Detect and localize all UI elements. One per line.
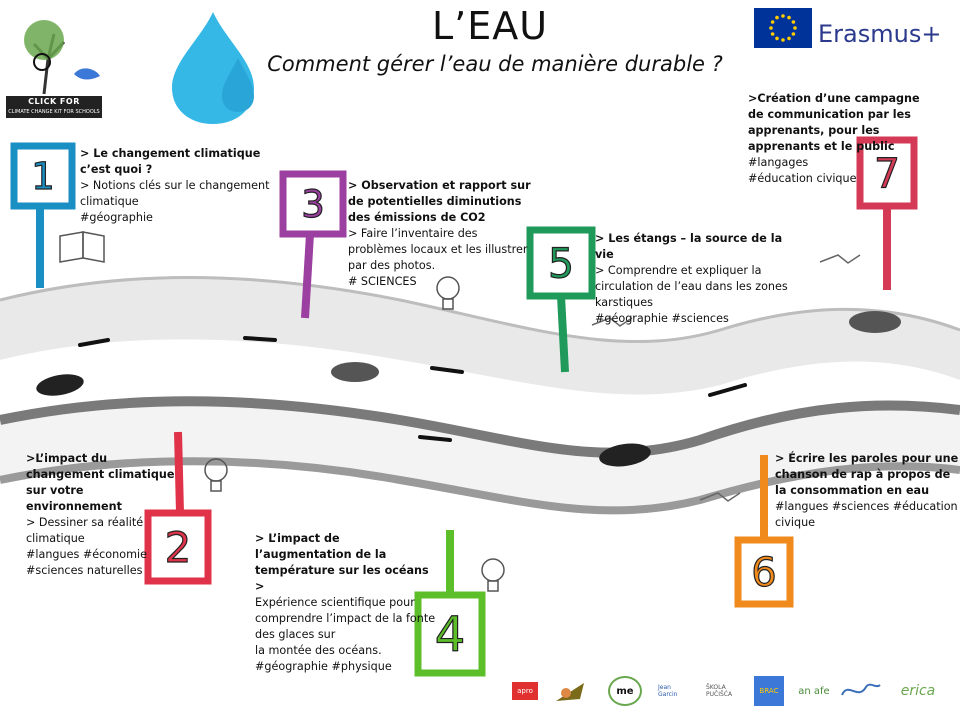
signpost-number: 5: [548, 240, 574, 288]
partner-logo: Jean Garcin: [658, 684, 678, 698]
station-line: > Notions clés sur le changement climati…: [80, 179, 270, 208]
station-line: la montée des océans.: [255, 644, 382, 657]
eu-star: [791, 20, 796, 24]
station-line: #géographie #physique: [255, 660, 392, 673]
station-heading: > L’impact de l’augmentation de la tempé…: [255, 532, 429, 593]
click-for-schools-subtitle: CLIMATE CHANGE KIT FOR SCHOOLS: [6, 108, 102, 116]
station-heading: > Les étangs – la source de la vie: [595, 232, 783, 261]
station-heading: >L’impact du changement climatique sur v…: [26, 452, 175, 513]
eu-star: [775, 15, 779, 20]
lightbulb-icon: [204, 276, 505, 592]
station-heading: >Création d’une campagne de communicatio…: [748, 92, 920, 153]
station-line: > Dessiner sa réalité climatique: [26, 516, 144, 545]
partner-logo: [554, 676, 588, 706]
signpost-5: 5: [526, 226, 596, 373]
station-6-text: > Écrire les paroles pour une chanson de…: [775, 451, 960, 531]
signpost-number: 6: [751, 550, 776, 596]
eu-star: [791, 32, 796, 36]
station-1-text: > Le changement climatique c’est quoi ? …: [80, 146, 270, 226]
signpost-board: [526, 226, 596, 300]
water-drop-icon: [222, 58, 254, 112]
station-line: #géographie: [80, 211, 153, 224]
station-line: > Faire l’inventaire des problèmes locau…: [348, 227, 528, 272]
partner-logo: apro: [512, 682, 538, 700]
eu-star: [770, 32, 775, 36]
tree-icon: [24, 20, 100, 95]
signpost-number: 7: [874, 150, 900, 198]
eu-flag-icon: [754, 8, 812, 48]
signpost-board: [144, 509, 212, 585]
eu-star: [781, 38, 785, 42]
page-subtitle: Comment gérer l’eau de manière durable ?: [267, 52, 723, 76]
station-line: #éducation civique: [748, 172, 857, 185]
signpost-pole: [301, 233, 314, 319]
station-line: #géographie #sciences: [595, 312, 729, 325]
road-dashes: [78, 336, 747, 442]
signpost-3: 3: [279, 170, 347, 319]
handshake-icon: [591, 254, 861, 502]
eu-star: [770, 20, 775, 24]
station-heading: > Le changement climatique c’est quoi ?: [80, 147, 261, 176]
station-line: # SCIENCES: [348, 275, 417, 288]
signpost-number: 2: [165, 523, 192, 572]
road-upper-band: [0, 277, 960, 395]
signpost-7: 7: [856, 136, 918, 290]
station-heading: > Observation et rapport sur de potentie…: [348, 179, 531, 224]
signpost-4: 4: [414, 530, 486, 677]
partner-logo: erica: [900, 683, 936, 699]
signpost-pole: [557, 295, 569, 373]
signpost-1: 1: [10, 142, 76, 288]
signpost-pole: [174, 431, 184, 514]
road-edge-top: [0, 276, 960, 344]
signpost-board: [856, 136, 918, 210]
partner-logo: ŠKOLA PUČIŠĆA: [706, 684, 733, 698]
station-line: #langues #sciences #éducation civique: [775, 500, 958, 529]
signpost-board: [279, 170, 347, 238]
book-icon: [59, 231, 105, 263]
partner-logo: me: [608, 676, 642, 706]
partner-logos: apro me Jean Garcin ŠKOLA PUČIŠĆA BRAC a…: [508, 672, 954, 712]
station-3-text: > Observation et rapport sur de potentie…: [348, 178, 533, 290]
road-edge-bottom: [0, 457, 960, 515]
partner-logo: an afe: [798, 685, 830, 697]
signpost-number: 3: [301, 183, 325, 226]
erasmus-logo: Erasmus+: [818, 20, 942, 48]
eu-star: [787, 36, 791, 41]
page-title: L’EAU: [431, 4, 549, 48]
road-lower-band: [0, 401, 960, 511]
eu-star: [775, 36, 779, 41]
station-line: #langages: [748, 156, 809, 169]
signpost-board: [414, 591, 486, 677]
road-divider: [0, 396, 960, 458]
station-5-text: > Les étangs – la source de la vie > Com…: [595, 231, 790, 327]
station-line: > Comprendre et expliquer la circulation…: [595, 264, 788, 309]
signpost-board: [734, 536, 794, 608]
station-7-text: >Création d’une campagne de communicatio…: [748, 91, 938, 187]
station-heading: > Écrire les paroles pour une chanson de…: [775, 452, 959, 497]
station-4-text: > L’impact de l’augmentation de la tempé…: [255, 531, 440, 675]
partner-logo: [838, 676, 882, 706]
signpost-number: 4: [435, 607, 466, 663]
click-for-schools-logo: CLICK FOR SCHOOLS CLIMATE CHANGE KIT FOR…: [4, 14, 104, 118]
signpost-number: 1: [31, 155, 55, 198]
signpost-6: 6: [734, 455, 794, 608]
eu-star: [769, 26, 773, 30]
partner-logo: BRAC: [754, 676, 784, 706]
footprint-icon: [36, 311, 901, 467]
signpost-board: [10, 142, 76, 210]
station-line: #sciences naturelles: [26, 564, 143, 577]
eu-star: [787, 15, 791, 20]
station-line: Expérience scientifique pour comprendre …: [255, 596, 436, 641]
eu-star: [781, 14, 785, 18]
station-line: #langues #économie: [26, 548, 147, 561]
signpost-2: 2: [144, 431, 212, 585]
eu-star: [793, 26, 797, 30]
station-2-text: >L’impact du changement climatique sur v…: [26, 451, 176, 579]
